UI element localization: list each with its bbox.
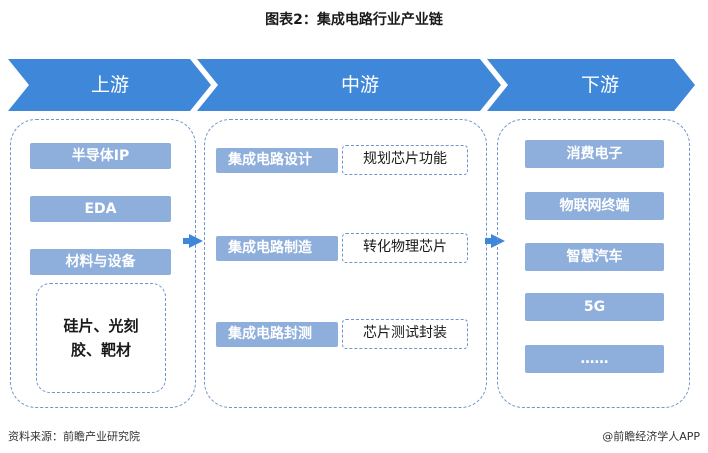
midstream-label: 中游	[340, 74, 379, 96]
upstream-item-eda: EDA	[30, 196, 171, 222]
downstream-panel	[497, 119, 690, 408]
upstream-item-materials-equipment: 材料与设备	[30, 249, 171, 275]
upstream-panel	[10, 119, 196, 408]
downstream-item-smart-vehicles: 智慧汽车	[525, 243, 664, 271]
brand-note: @前瞻经济学人APP	[602, 430, 700, 443]
downstream-item-consumer-electronics: 消费电子	[525, 140, 664, 168]
upstream-label: 上游	[90, 74, 129, 96]
stage-chevrons	[8, 59, 695, 111]
source-note: 资料来源：前瞻产业研究院	[8, 430, 140, 443]
midstream-panel	[204, 119, 487, 408]
flow-arrow-midstream-downstream	[491, 234, 505, 248]
midstream-chevron	[197, 59, 501, 111]
upstream-chevron	[8, 59, 211, 111]
materials-line-2: 胶、靶材	[70, 341, 131, 359]
upstream-item-ip: 半导体IP	[30, 143, 171, 169]
midstream-function-design: 规划芯片功能	[342, 145, 468, 175]
materials-detail-box: 硅片、光刻 胶、靶材	[36, 283, 166, 393]
midstream-function-manufacturing: 转化物理芯片	[342, 233, 468, 263]
flow-arrow-upstream-midstream-tail	[183, 238, 191, 244]
flow-arrow-midstream-downstream-tail	[485, 238, 493, 244]
page-title: 图表2：集成电路行业产业链	[265, 12, 443, 28]
midstream-stage-manufacturing: 集成电路制造	[216, 236, 338, 261]
midstream-stage-packaging-testing: 集成电路封测	[216, 322, 338, 347]
downstream-label: 下游	[580, 74, 619, 96]
downstream-item-more: ……	[525, 345, 664, 373]
downstream-chevron	[487, 59, 695, 111]
downstream-item-iot-terminals: 物联网终端	[525, 192, 664, 220]
flow-arrow-upstream-midstream	[189, 234, 203, 248]
midstream-function-packaging-testing: 芯片测试封装	[342, 319, 468, 349]
materials-line-1: 硅片、光刻	[63, 317, 139, 335]
downstream-item-5g: 5G	[525, 293, 664, 321]
midstream-stage-design: 集成电路设计	[216, 148, 338, 173]
